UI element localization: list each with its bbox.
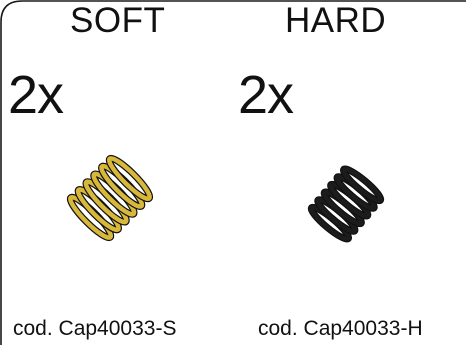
soft-variant-title: SOFT bbox=[70, 1, 166, 40]
hard-variant-title: HARD bbox=[285, 1, 387, 40]
hard-quantity: 2x bbox=[238, 65, 294, 125]
soft-product-code: cod. Cap40033-S bbox=[13, 317, 177, 340]
hard-product-code: cod. Cap40033-H bbox=[258, 317, 423, 340]
soft-quantity: 2x bbox=[8, 65, 64, 125]
yellow-coil-spring-icon bbox=[66, 154, 154, 242]
black-coil-spring-icon bbox=[307, 165, 385, 243]
